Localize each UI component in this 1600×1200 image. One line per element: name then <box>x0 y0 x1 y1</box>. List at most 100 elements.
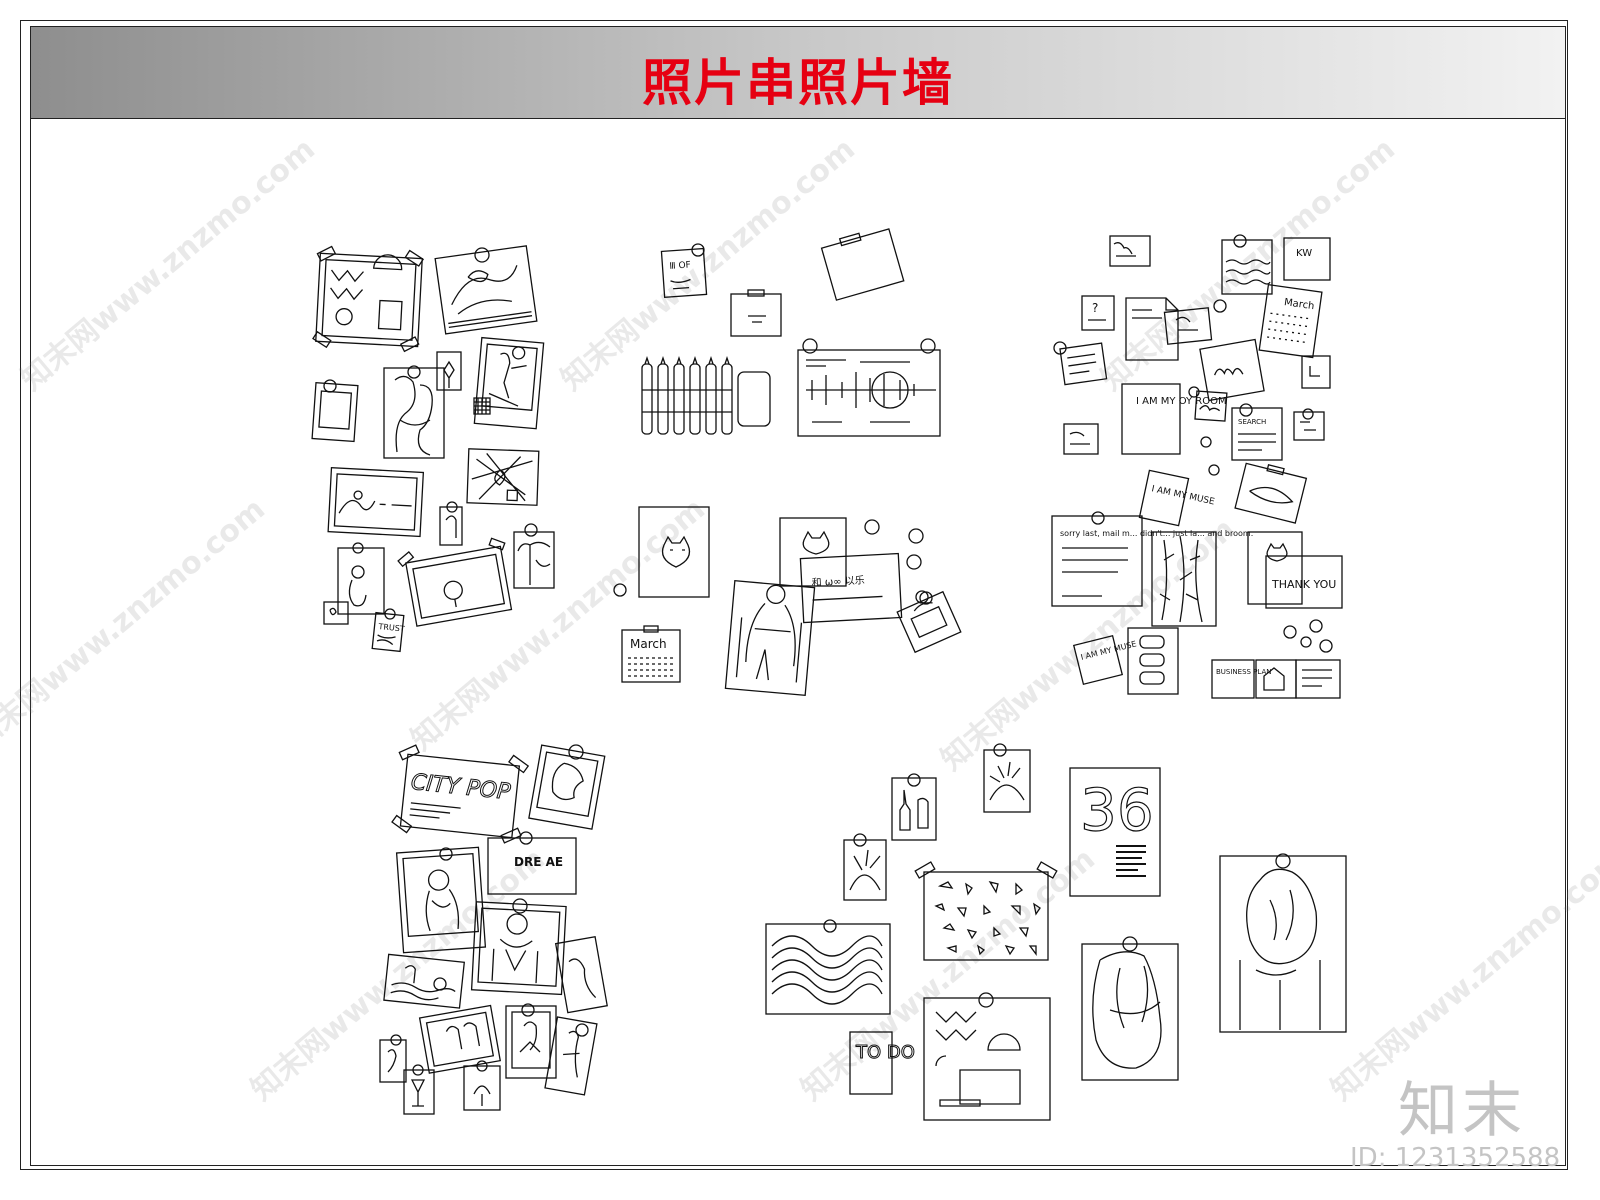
sticker-card <box>323 601 349 625</box>
house-card <box>1255 659 1297 699</box>
todo-card: TO DO <box>849 1031 915 1095</box>
abstract-photo <box>312 245 425 353</box>
lined-note <box>1059 342 1108 386</box>
inner-frame <box>30 26 1566 1166</box>
pushpin <box>978 992 994 1008</box>
pushpin <box>907 773 921 787</box>
pushpin <box>352 542 364 554</box>
pushpin <box>1188 386 1200 398</box>
scribble-text: 和 ω∞ 以乐 <box>811 574 865 589</box>
photo-group-5: 36 <box>765 743 1347 1121</box>
signature-card <box>1199 338 1265 402</box>
outer-frame <box>20 20 1568 1170</box>
pushpin <box>568 744 584 760</box>
couple-photo <box>383 367 445 459</box>
pushpin <box>433 977 447 991</box>
dream-card: DRE AE <box>487 837 577 895</box>
small-note-2 <box>1293 411 1325 441</box>
photo-group-3: KW ? March <box>1051 234 1343 699</box>
wave-photo <box>1221 239 1273 295</box>
terrazzo-photo <box>914 861 1058 961</box>
pushpin <box>864 519 880 535</box>
image-id: ID: 1231352588 <box>1350 1143 1561 1173</box>
calendar-month-2: March <box>1283 297 1315 312</box>
pushpin <box>906 554 922 570</box>
pushpin <box>575 1023 589 1037</box>
pushpin <box>1319 639 1333 653</box>
glass-photo <box>403 1069 435 1115</box>
title-bar: 照片串照片墙 <box>31 27 1565 119</box>
pushpin <box>1302 408 1314 420</box>
pushpin <box>1208 464 1220 476</box>
grid-tag <box>473 397 491 415</box>
todo-text: TO DO <box>855 1042 915 1063</box>
poster-number: 36 <box>1080 776 1154 844</box>
musician-photo <box>505 1005 557 1079</box>
photo-group-4: CITY POP DRE AE <box>379 744 608 1115</box>
pushpin <box>908 528 924 544</box>
march-calendar: March <box>621 625 681 683</box>
pushpin <box>521 1003 535 1017</box>
woman-photo <box>337 547 385 615</box>
question-note: ? <box>1081 295 1115 331</box>
abstract-figure-photo <box>1219 855 1347 1033</box>
pushpin <box>512 898 528 914</box>
business-text: BUSINESS PLAN <box>1216 668 1272 676</box>
small-face-photo <box>379 1039 407 1083</box>
small-frame-photo <box>311 381 359 443</box>
pushpin <box>920 338 936 354</box>
man-glasses-photo <box>470 901 567 996</box>
room-note-text: I AM MY OY ROOM <box>1136 396 1227 407</box>
question-text: ? <box>1092 301 1098 315</box>
logo: 知末 <box>1398 1076 1526 1146</box>
shoe-photo <box>1234 462 1308 524</box>
palm-leaf-photo <box>843 839 887 901</box>
pushpin <box>823 919 837 933</box>
pushpin <box>412 1064 424 1076</box>
face-photo <box>528 744 606 830</box>
pushpin <box>476 1060 488 1072</box>
bag-photo <box>896 590 962 654</box>
pushpin <box>1122 936 1138 952</box>
bird-frame-photo <box>397 537 513 627</box>
reclining-figure-photo <box>434 245 538 335</box>
search-card: SEARCH <box>1231 407 1283 461</box>
small-note <box>1109 235 1151 267</box>
photo-group-1: TRUST <box>311 245 555 653</box>
landscape-photo <box>327 466 425 538</box>
trust-card: TRUST <box>371 611 405 653</box>
folded-note <box>1125 297 1179 361</box>
tiny-note <box>1063 423 1099 455</box>
wave-lines-photo <box>765 923 891 1015</box>
pushpin <box>1200 436 1212 448</box>
mini-note <box>1301 355 1331 389</box>
pushpin <box>323 379 337 393</box>
thank-you-text: THANK YOU <box>1271 578 1336 591</box>
business-plan-card: BUSINESS PLAN <box>1211 659 1272 699</box>
bird-photo <box>473 336 545 430</box>
pushpin <box>519 831 533 845</box>
shapes-card <box>1127 627 1179 695</box>
flower-photo-2 <box>463 1065 501 1111</box>
room-note: I AM MY OY ROOM <box>1121 383 1227 455</box>
marker-set <box>641 355 733 435</box>
number-36-poster: 36 <box>1069 767 1161 897</box>
tilted-note <box>1163 307 1213 345</box>
pushpin <box>384 608 396 620</box>
lines-card <box>1295 659 1341 699</box>
pushpin <box>474 247 490 263</box>
pushpin <box>1239 403 1253 417</box>
pushpin <box>613 583 627 597</box>
search-text: SEARCH <box>1238 418 1266 426</box>
tilted-frame <box>820 228 905 301</box>
pushpin <box>1233 234 1247 248</box>
note-card: Ⅲ OF <box>660 247 708 299</box>
note-card-text: Ⅲ OF <box>669 260 691 271</box>
muse-card-2: I AM MY MUSE <box>1072 634 1137 686</box>
pushpin <box>439 847 453 861</box>
pushpin <box>919 591 933 605</box>
rock-sculpture-photo <box>1081 943 1179 1081</box>
bottle-photo <box>891 777 937 841</box>
man-back-photo <box>724 580 816 696</box>
